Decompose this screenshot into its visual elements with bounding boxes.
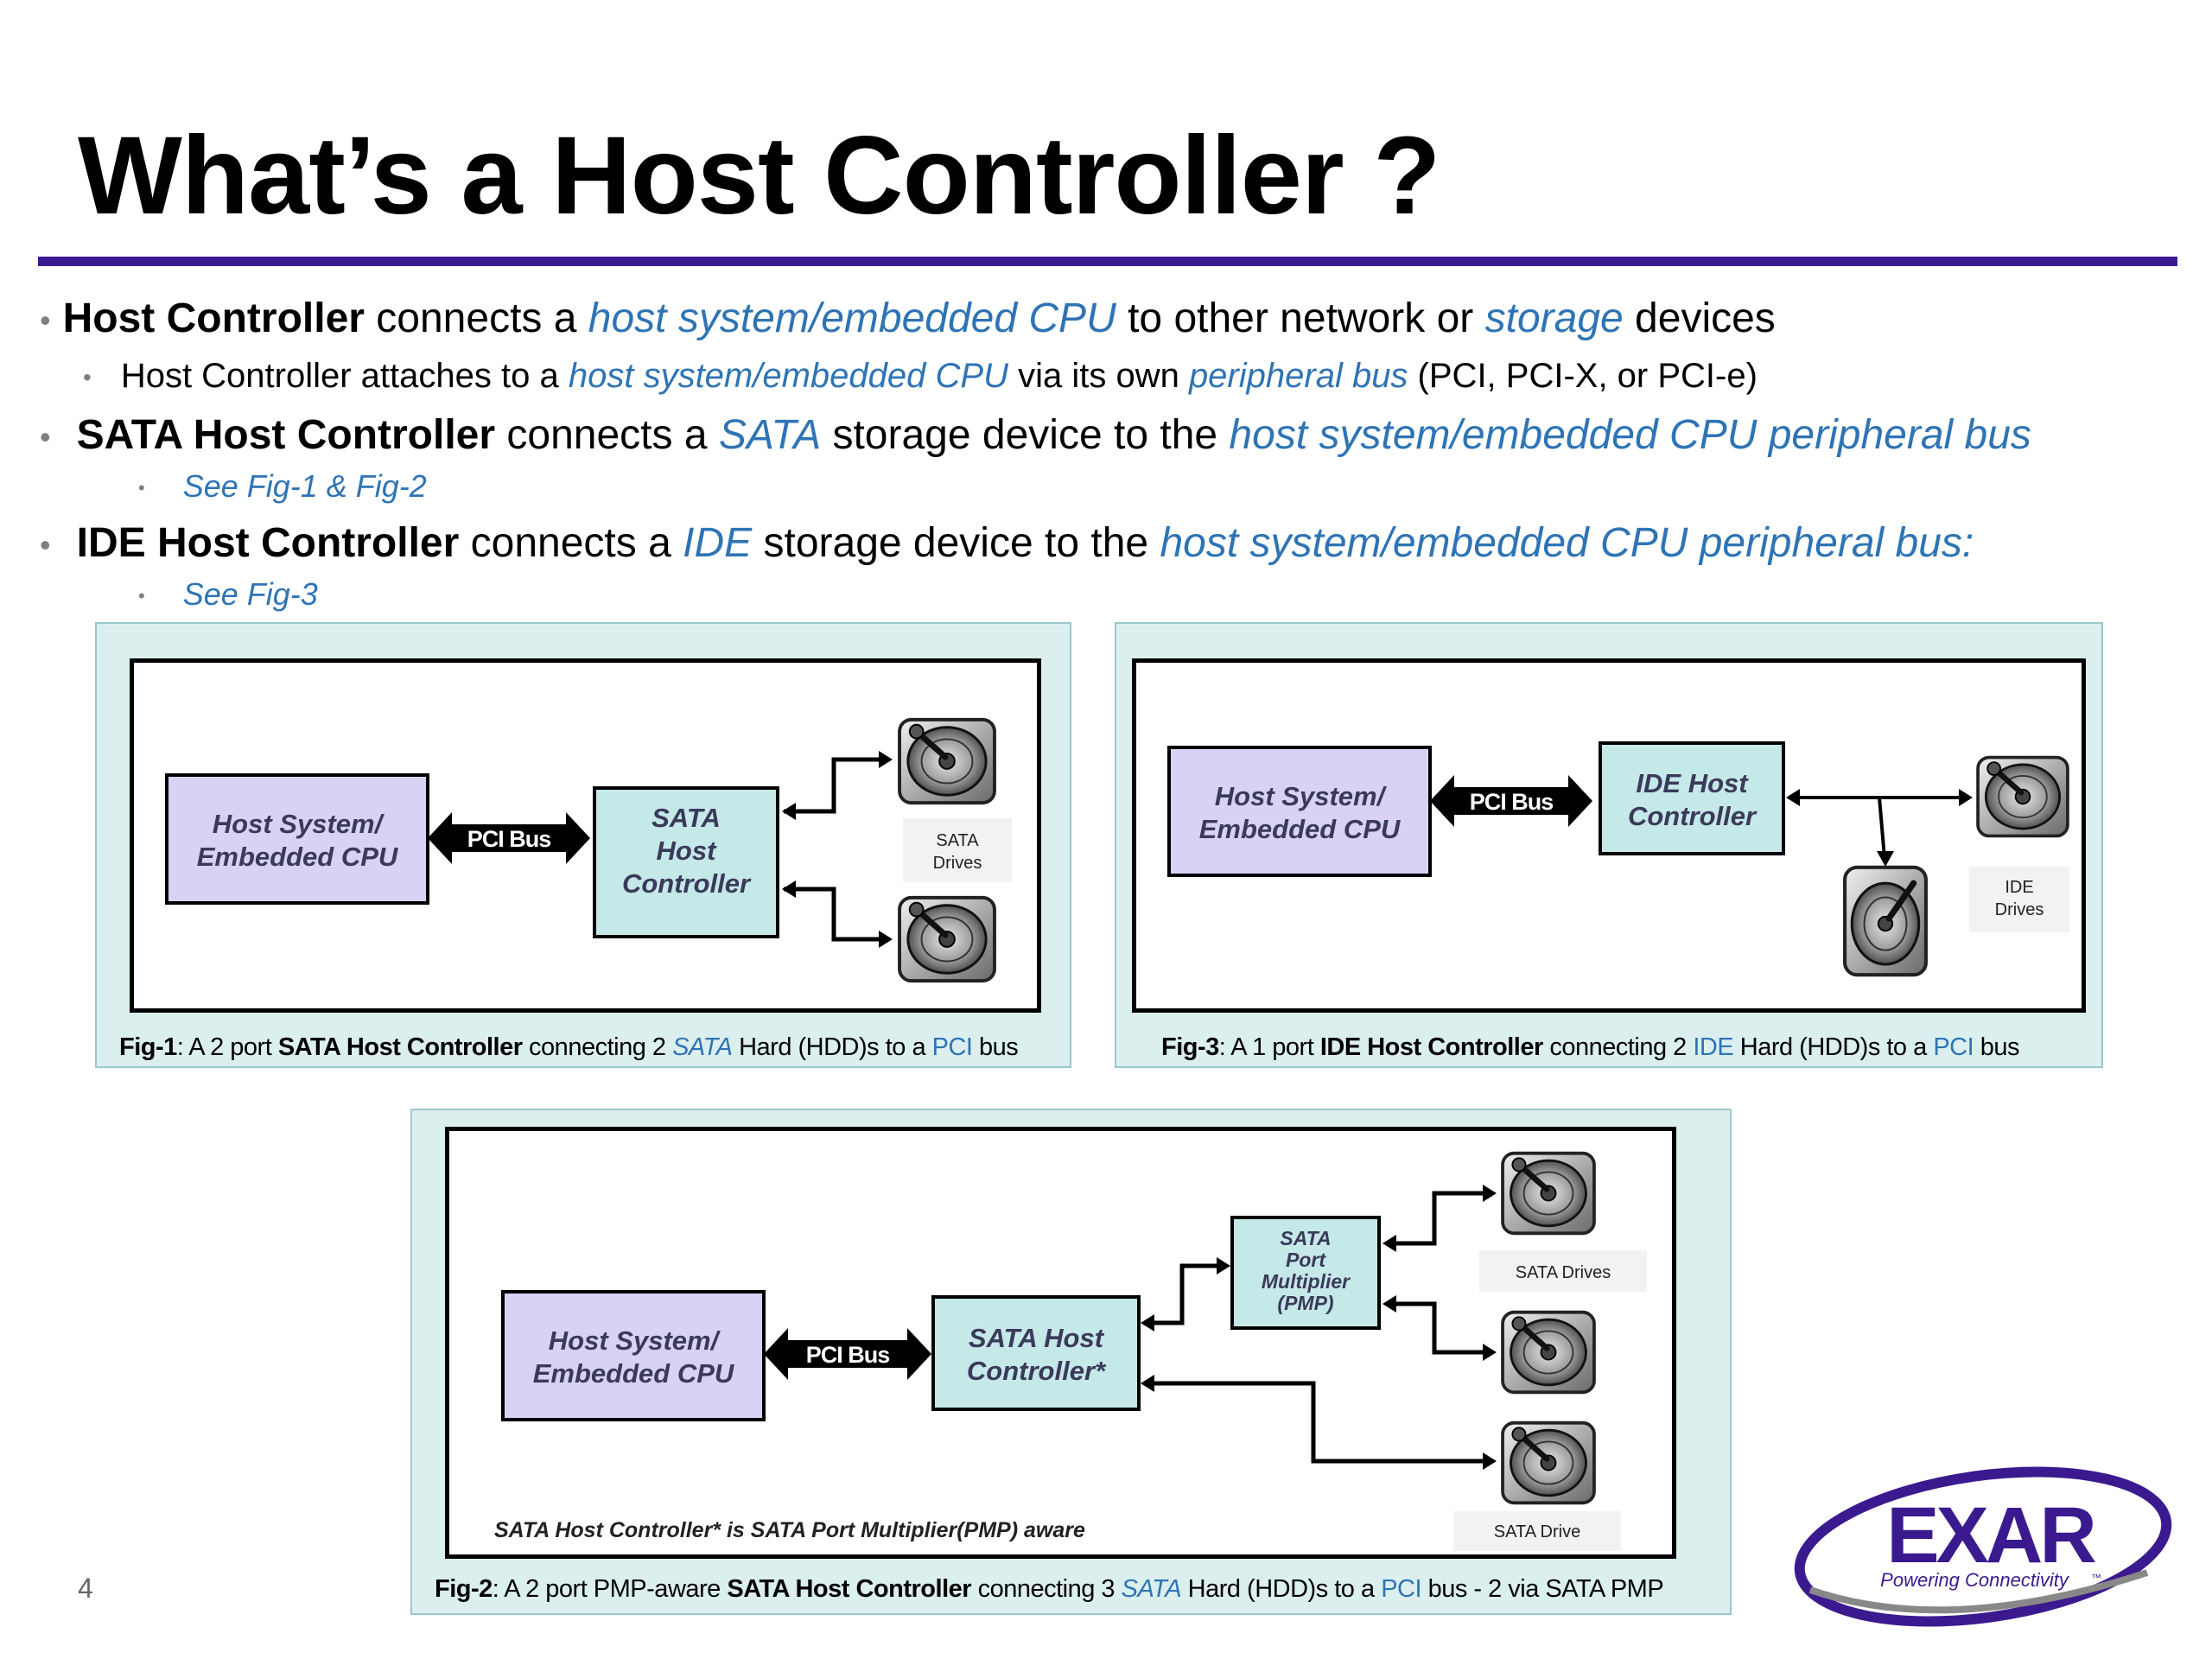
fig2-drives-label-box <box>1479 1250 1647 1292</box>
fig2-host-label-1: Host System/ <box>549 1325 721 1356</box>
fig1-link-bottom <box>784 887 886 942</box>
fig1-pci-bus-label: PCI Bus <box>467 826 551 852</box>
fig1-caption: Fig-1: A 2 port SATA Host Controller con… <box>119 1033 1019 1061</box>
hard-drive-icon <box>1503 1154 1594 1234</box>
fig2-pmp-label-4: (PMP) <box>1277 1292 1333 1314</box>
hard-drive-icon <box>1503 1313 1594 1393</box>
fig2-drive-label: SATA Drive <box>1494 1522 1580 1541</box>
fig3-ctrl-label-1: IDE Host <box>1636 768 1749 798</box>
fig3-panel: Host System/ Embedded CPU PCI Bus IDE Ho… <box>1115 622 2103 1068</box>
fig1-drives-label-1: SATA <box>936 831 979 850</box>
fig2-link-pmp-drive1 <box>1386 1191 1491 1246</box>
hard-drive-icon <box>899 720 995 803</box>
fig3-ide-host-controller-box <box>1599 741 1785 855</box>
fig1-host-label-2: Embedded CPU <box>197 842 399 872</box>
fig2-link-pmp-drive2 <box>1386 1301 1491 1355</box>
fig1-panel: Host System/ Embedded CPU PCI Bus SATA H… <box>95 622 1071 1068</box>
exar-logo-tm: ™ <box>2091 1572 2101 1584</box>
fig2-pci-bus-arrow <box>764 1328 931 1380</box>
fig1-host-label-1: Host System/ <box>213 809 385 839</box>
bullet-host-controller: •Host Controller connects a host system/… <box>40 296 1776 341</box>
fig2-caption: Fig-2: A 2 port PMP-aware SATA Host Cont… <box>435 1575 1664 1603</box>
fig2-pmp-label-2: Port <box>1286 1249 1326 1271</box>
title-underline <box>38 257 2177 266</box>
fig3-ide-bus-drop <box>1878 797 1886 859</box>
fig1-ctrl-label-1: SATA <box>652 803 721 833</box>
fig1-ctrl-label-2: Host <box>657 836 718 866</box>
exar-logo: EXAR Powering Connectivity ™ <box>1794 1466 2172 1627</box>
slide-title: What’s a Host Controller ? <box>78 114 1440 238</box>
fig2-pmp-label-3: Multiplier <box>1262 1270 1351 1293</box>
fig2-host-box <box>501 1290 766 1421</box>
fig3-diagram-frame: Host System/ Embedded CPU PCI Bus IDE Ho… <box>1132 658 2086 1013</box>
fig3-host-box <box>1167 746 1432 877</box>
fig2-ctrl-label-2: Controller* <box>967 1356 1107 1386</box>
fig2-sata-host-controller-box <box>931 1295 1141 1411</box>
fig1-host-box <box>165 773 429 905</box>
fig1-ctrl-label-3: Controller <box>622 868 752 899</box>
fig1-diagram: Host System/ Embedded CPU PCI Bus SATA H… <box>165 663 1012 1008</box>
fig1-diagram-frame: Host System/ Embedded CPU PCI Bus SATA H… <box>130 658 1041 1013</box>
fig2-pmp-aware-note: SATA Host Controller* is SATA Port Multi… <box>494 1518 1085 1542</box>
fig1-pci-bus-arrow <box>428 812 590 864</box>
fig1-drives-label-box <box>903 818 1012 882</box>
fig3-drives-label-box <box>1969 867 2069 932</box>
fig2-diagram: Host System/ Embedded CPU PCI Bus SATA H… <box>494 1131 1647 1551</box>
fig2-pmp-box <box>1230 1216 1381 1330</box>
fig3-diagram: Host System/ Embedded CPU PCI Bus IDE Ho… <box>1167 741 2082 1008</box>
bullet-see-fig1-fig2: •See Fig-1 & Fig-2 <box>138 468 427 504</box>
exar-logo-tagline: Powering Connectivity <box>1880 1569 2070 1591</box>
fig1-drives-label-2: Drives <box>933 854 982 873</box>
hard-drive-icon <box>899 898 995 981</box>
hard-drive-icon <box>1845 868 1926 975</box>
bullet-ide-host-controller: •IDE Host Controller connects a IDE stor… <box>40 520 1974 566</box>
fig2-pmp-label-1: SATA <box>1280 1227 1331 1249</box>
fig2-panel: Host System/ Embedded CPU PCI Bus SATA H… <box>410 1109 1732 1615</box>
fig3-caption: Fig-3: A 1 port IDE Host Controller conn… <box>1161 1033 2019 1061</box>
fig2-drive-label-box <box>1453 1511 1621 1551</box>
fig3-drives-label-2: Drives <box>1995 900 2044 919</box>
fig1-sata-host-controller-box <box>593 786 779 938</box>
fig3-pci-bus-label: PCI Bus <box>1470 789 1554 815</box>
fig2-drives-label: SATA Drives <box>1516 1263 1611 1282</box>
fig2-diagram-frame: Host System/ Embedded CPU PCI Bus SATA H… <box>445 1127 1676 1559</box>
fig3-host-label-2: Embedded CPU <box>1199 814 1402 844</box>
fig3-ctrl-label-2: Controller <box>1628 801 1758 831</box>
exar-logo-brand: EXAR <box>1886 1491 2095 1580</box>
hard-drive-icon <box>1503 1423 1594 1503</box>
fig3-pci-bus-arrow <box>1430 775 1592 827</box>
bullet-host-controller-sub: •Host Controller attaches to a host syst… <box>83 357 1758 395</box>
fig2-host-label-2: Embedded CPU <box>533 1358 735 1389</box>
fig2-pci-bus-label: PCI Bus <box>806 1342 890 1368</box>
hard-drive-icon <box>1978 758 2068 836</box>
fig2-link-ctrl-pmp <box>1146 1263 1225 1325</box>
fig1-link-top <box>784 757 886 814</box>
fig3-drives-label-1: IDE <box>2005 878 2033 897</box>
bullet-see-fig3: •See Fig-3 <box>138 576 318 612</box>
bullet-sata-host-controller: •SATA Host Controller connects a SATA st… <box>40 412 2031 458</box>
fig2-ctrl-label-1: SATA Host <box>969 1323 1105 1353</box>
fig2-link-ctrl-drive3 <box>1146 1381 1491 1464</box>
page-number: 4 <box>78 1573 93 1604</box>
fig3-host-label-1: Host System/ <box>1215 781 1388 811</box>
